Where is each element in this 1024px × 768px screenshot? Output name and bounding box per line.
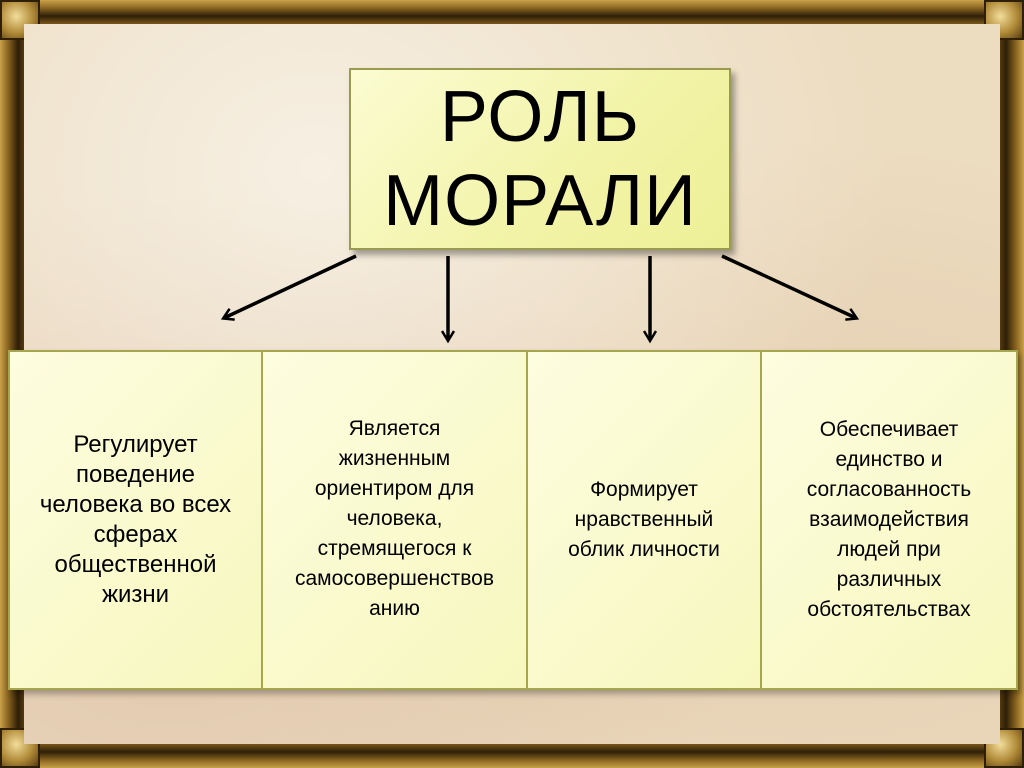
title-line-2: МОРАЛИ bbox=[383, 161, 697, 241]
arrow-to-box-4 bbox=[721, 254, 856, 318]
function-box-orientation: Является жизненным ориентиром для челове… bbox=[263, 350, 528, 690]
function-text-character: Формирует нравственный облик личности bbox=[568, 478, 720, 561]
function-text-regulation: Регулирует поведение человека во всех сф… bbox=[39, 431, 232, 608]
function-box-regulation: Регулирует поведение человека во всех сф… bbox=[8, 350, 263, 690]
function-text-orientation: Является жизненным ориентиром для челове… bbox=[295, 417, 494, 620]
function-boxes: Регулирует поведение человека во всех сф… bbox=[8, 350, 1018, 690]
function-text-unity: Обеспечивает единство и согласованность … bbox=[806, 418, 972, 621]
title-box: РОЛЬ МОРАЛИ bbox=[349, 68, 731, 250]
function-box-unity: Обеспечивает единство и согласованность … bbox=[762, 350, 1018, 690]
function-box-character: Формирует нравственный облик личности bbox=[528, 350, 762, 690]
arrow-to-box-1 bbox=[224, 254, 357, 318]
title-line-1: РОЛЬ bbox=[439, 77, 641, 157]
frame-corner-bottom-left bbox=[0, 728, 40, 768]
